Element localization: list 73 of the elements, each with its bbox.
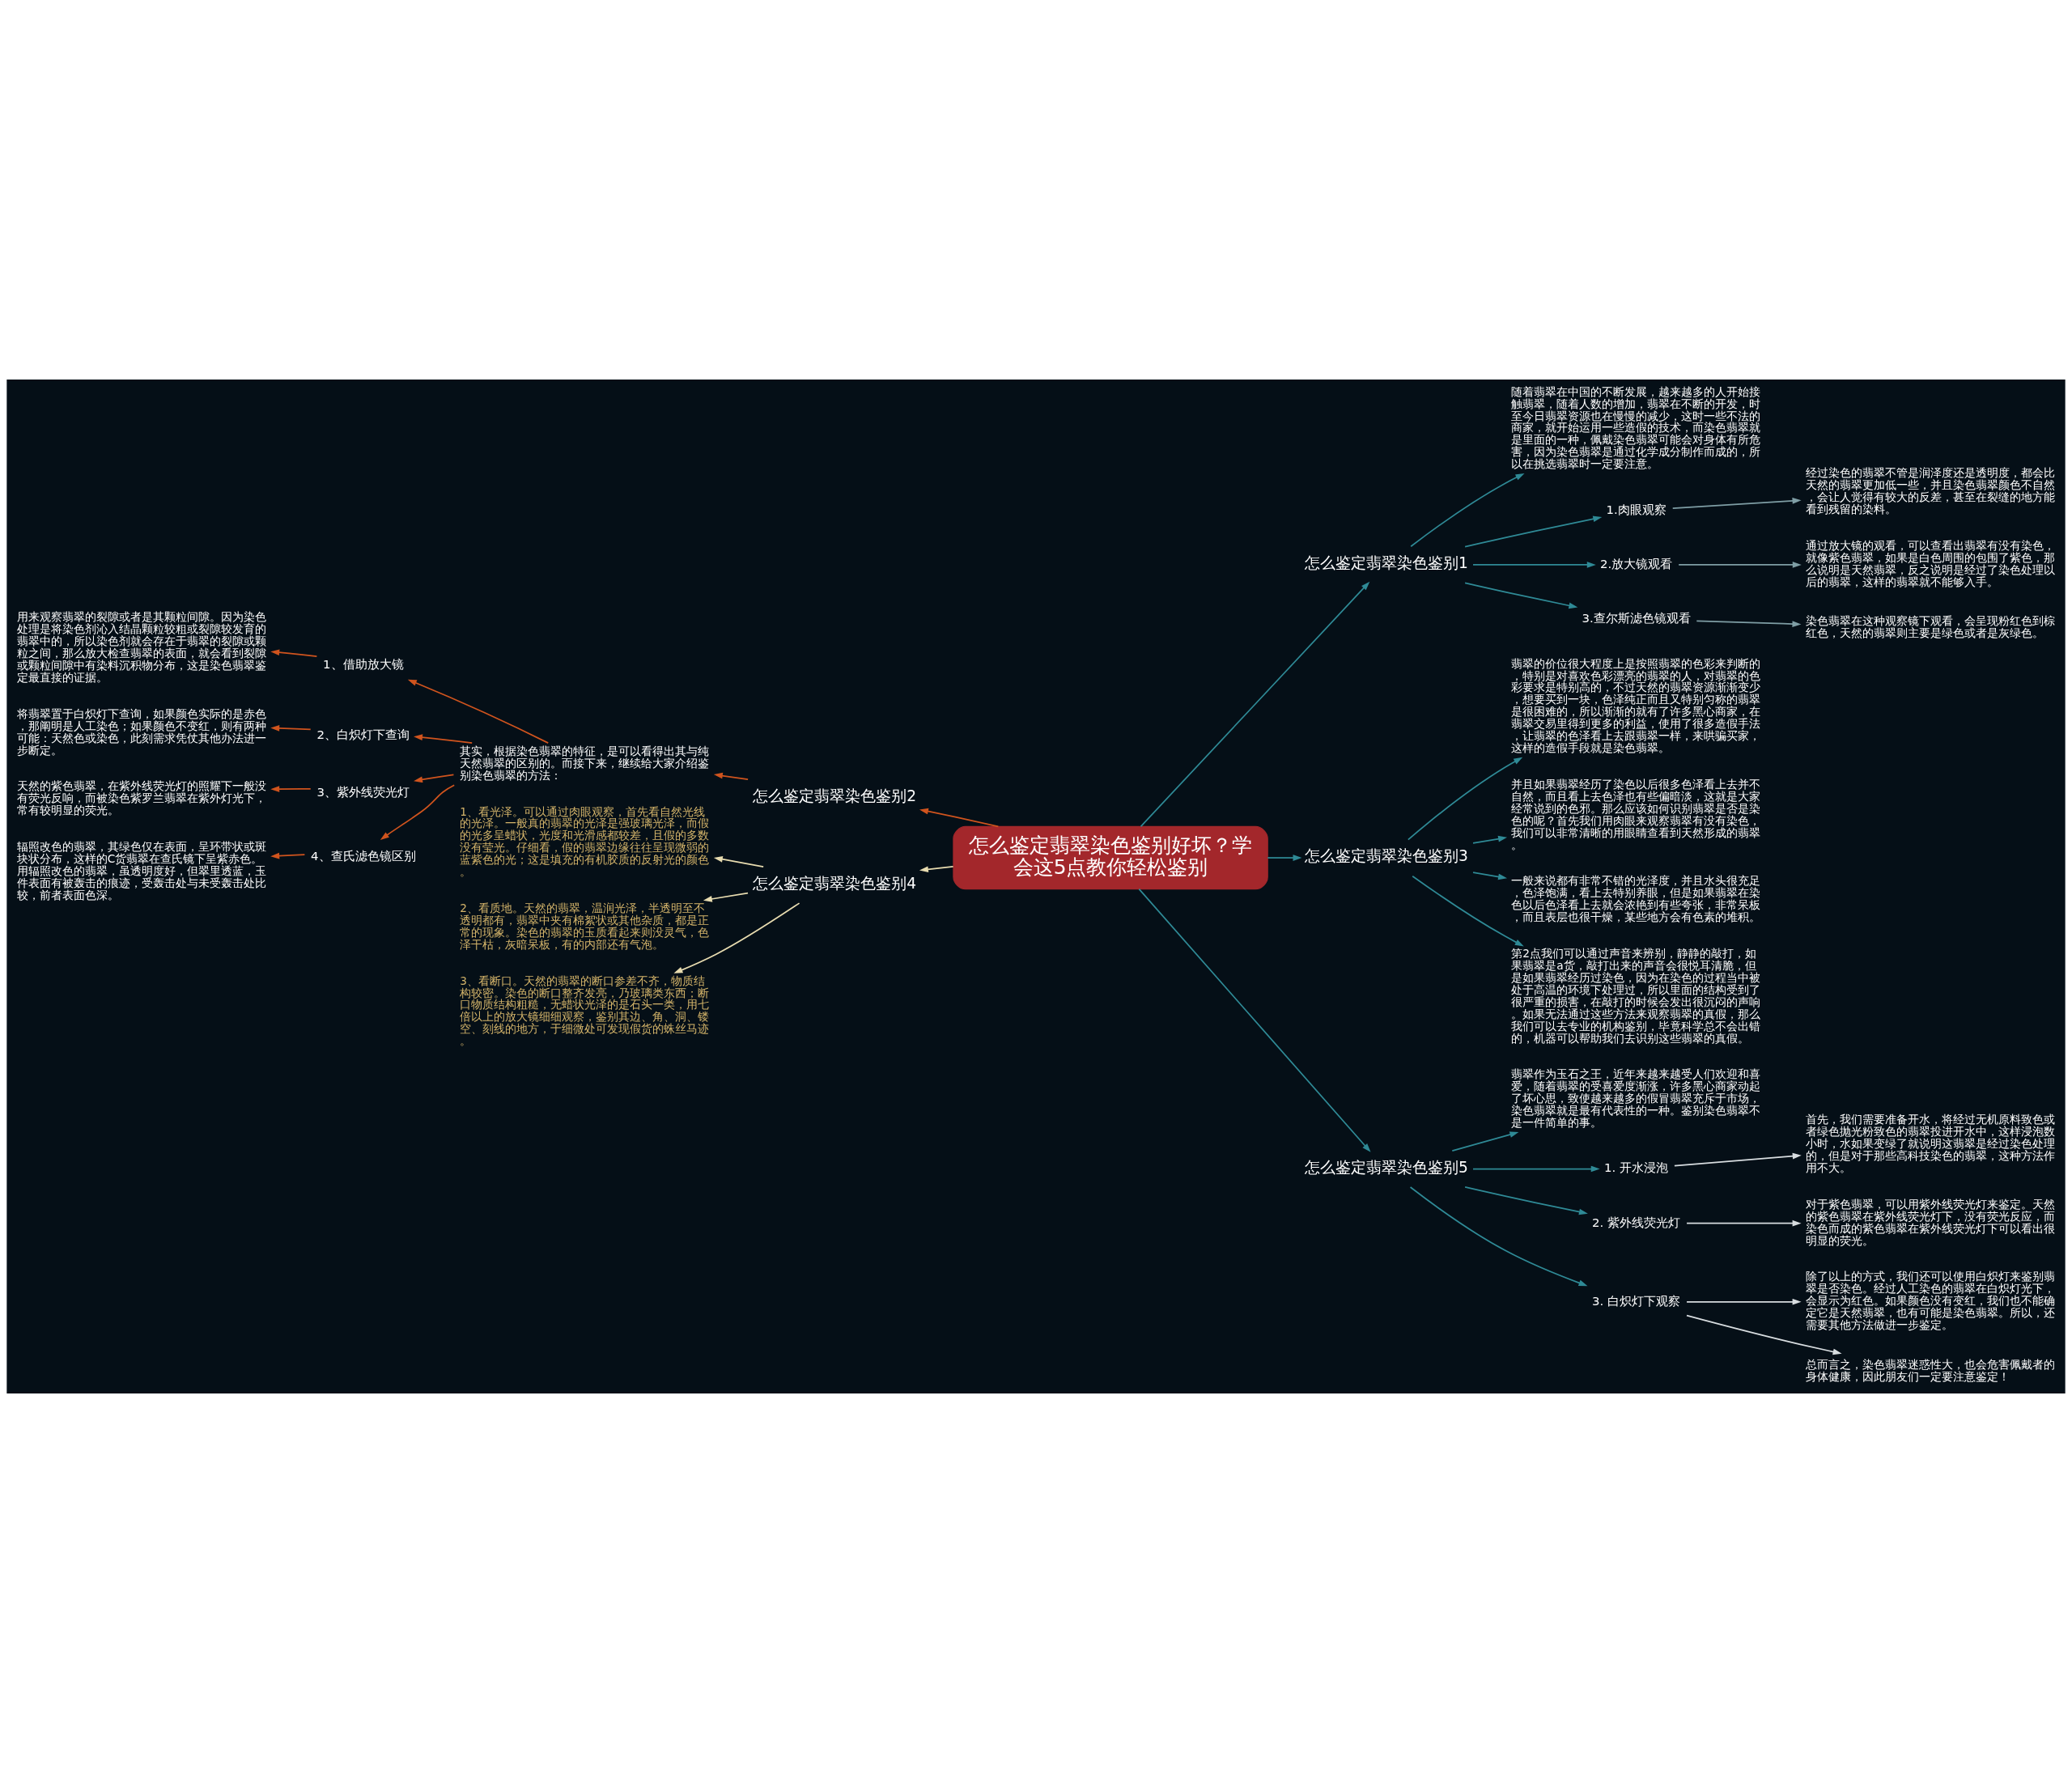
arrow [1409,1186,1588,1287]
node-text: 1.肉眼观察 [1606,502,1667,517]
arrow [1472,872,1508,880]
node-text: 对于紫色翡翠，可以用紫外线荧光灯来鉴定。天然的紫色翡翠在紫外线荧光灯下，没有荧光反应，而染色而成的紫色翡翠在紫外线荧光灯下可以看出很明显的荧光。 [1805,1197,2055,1247]
node-text: 一般来说都有非常不错的光泽度，并且水头很充足，色泽饱满，看上去特别养眼，但是如果翡翠在染色以后色泽看上去就会浓艳到有些夸张，非常呆板，而且表层也很干燥，某些地方会有色素的堆积。 [1511,874,1761,924]
node-text: 并且如果翡翠经历了染色以后很多色泽看上去并不自然，而且看上去色泽也有些偏暗淡，这就是大家经常说到的色邪。那么应该如何识别翡翠是否是染色的呢？首先我们用肉眼来观察翡翠有没有染色，我们可以非常清晰的用眼睛查看到天然形成的翡翠。 [1511,777,1761,851]
node-text: 辐照改色的翡翠，其绿色仅在表面，呈环带状或斑块状分布，这样的C货翡翠在查氏镜下呈紫赤色。用辐照改色的翡翠，虽透明度好，但翠里透蓝，玉件表面有被轰击的痕迹，受轰击处与未受轰击处比较，前者表面色深。 [16,840,266,901]
node-text: 2、看质地。天然的翡翠，温润光泽，半透明至不透明都有，翡翠中夹有棉絮状或其他杂质，都是正常的现象。染色的翡翠的玉质看起来则没灵气，色泽干枯，灰暗呆板，有的内部还有气泡。 [460,901,710,951]
arrow [713,856,764,868]
node-text: 3、看断口。天然的翡翠的断口参差不齐，物质结构较密。染色的断口整齐发亮，乃玻璃类东西；断口物质结构粗糙，无蜡状光泽的是石头一类，用七倍以上的放大镜细细观察，鉴别其边、角、洞、镂空、刻线的地方，于细微处可发现假货的蛛丝马迹。 [460,973,710,1048]
node-text: 1. 开水浸泡 [1604,1160,1669,1176]
node-text: 怎么鉴定翡翠染色鉴别1 [1305,554,1468,572]
node-box: 怎么鉴定翡翠染色鉴别好坏？学会这5点教你轻松鉴别 [953,825,1268,890]
arrow [270,725,312,732]
arrow [1407,757,1523,841]
arrow [407,679,550,744]
node-text: 怎么鉴定翡翠染色鉴别4 [753,874,917,892]
arrow [1267,855,1302,861]
node-text: 2.放大镜观看 [1599,556,1673,571]
node-text: 3.查尔斯滤色镜观看 [1582,611,1691,626]
arrow [1686,1298,1802,1305]
arrow [1678,562,1802,568]
node-text: 1、借助放大镜 [323,657,404,672]
arrow [1686,1314,1842,1355]
node-text: 第2点我们可以通过声音来辨别，静静的敲打，如果翡翠是a货，敲打出来的声音会很悦耳清脆，但是如果翡翠经历过染色，因为在染色的过程当中被处于高温的环境下处理过，所以里面的结构受到了很严重的损害，在敲打的时候会发出很沉闷的声响。如果无法通过这些方法来观察翡翠的真假，那么我们可以去专业的机构鉴别，毕竟科学总不会出错的，机器可以帮助我们去识别这些翡翠的真假。 [1511,946,1761,1045]
arrow [414,774,455,783]
node-text: 怎么鉴定翡翠染色鉴别3 [1305,847,1468,865]
arrow [1472,1165,1600,1173]
node-text: 怎么鉴定翡翠染色鉴别2 [753,787,917,804]
node-text: 用来观察翡翠的裂隙或者是其颗粒间隙。因为染色处理是将染色剂沁入结晶颗粒较粗或裂隙较发育的翡翠中的，所以染色剂就会存在于翡翠的裂隙或颗粒之间，那么放大检查翡翠的表面，就会看到裂隙或颗粒间隙中有染料沉积物分布，这是染色翡翠鉴定最直接的证据。 [16,610,266,685]
node-text: 怎么鉴定翡翠染色鉴别5 [1305,1158,1468,1176]
node-text: 2. 紫外线荧光灯 [1592,1215,1681,1230]
arrow [1464,1186,1588,1215]
arrow [1451,1131,1519,1152]
arrow [270,852,306,859]
arrow [1696,620,1802,627]
arrow [414,734,473,744]
node-text: 3. 白炽灯下观察 [1592,1293,1681,1309]
arrow [1410,473,1525,548]
node-text: 通过放大镜的观看，可以查看出翡翠有没有染色，就像紫色翡翠，如果是白色周围的包围了紫色，那么说明是天然翡翠，反之说明是经过了染色处理以后的翡翠，这样的翡翠就不能够入手。 [1805,539,2055,588]
arrow [1671,498,1802,509]
arrow [1472,562,1596,568]
node-text: 1、看光泽。可以通过肉眼观察，首先看自然光线的光泽。一般真的翡翠的光泽是强玻璃光泽，而假的光多呈蜡状，光度和光滑感都较差，且假的多数没有莹光。仔细看，假的翡翠边缘往往呈现微弱的蓝紫色的光；这是填充的有机胶质的反射光的颜色。 [460,804,710,879]
arrow [673,902,800,973]
node-text: 4、查氏滤色镜区别 [311,848,416,863]
arrow [1138,888,1371,1152]
node-text: 首先，我们需要准备开水，将经过无机原料致色或者绿色抛光粉致色的翡翠投进开水中，这样浸泡数小时，水如果变绿了就说明这翡翠是经过染色处理的，但是对于那些高科技染色的翡翠，这种方法作用不大。 [1805,1113,2055,1175]
node-text: 除了以上的方式，我们还可以使用白炽灯来鉴别翡翠是否染色。经过人工染色的翡翠在白炽灯光下，会显示为红色。如果颜色没有变红，我们也不能确定它是天然翡翠，也有可能是染色翡翠。所以，还需要其他方法做进一步鉴定。 [1805,1270,2055,1332]
node-text: 天然的紫色翡翠，在紫外线荧光灯的照耀下一般没有荧光反响，而被染色紫罗兰翡翠在紫外灯光下，常有较明显的荧光。 [16,779,266,817]
arrow [703,892,749,902]
arrow [270,649,318,657]
arrow [713,772,749,781]
node-text: 将翡翠置于白炽灯下查询，如果颜色实际的是赤色，那阐明是人工染色；如果颜色不变红，则有两种可能：天然色或染色，此刻需求凭仗其他办法进一步断定。 [16,706,266,757]
node-text: 翡翠作为玉石之王，近年来越来越受人们欢迎和喜爱，随着翡翠的受喜爱度渐涨，许多黑心商家动起了坏心思，致使越来越多的假冒翡翠充斥于市场，染色翡翠就是最有代表性的一种。鉴别染色翡翠不是一件简单的事。 [1511,1067,1761,1130]
node-text: 其实，根据染色翡翠的特征，是可以看得出其与纯天然翡翠的区别的。而接下来，继续给大家介绍鉴别染色翡翠的方法： [460,744,710,782]
node-text: 经过染色的翡翠不管是润泽度还是透明度，都会比天然的翡翠更加低一些，并且染色翡翠颜色不自然，会让人觉得有较大的反差，甚至在裂缝的地方能看到残留的染料。 [1805,466,2055,516]
arrow [1472,835,1508,844]
node-text: 翡翠的价位很大程度上是按照翡翠的色彩来判断的，特别是对喜欢色彩漂亮的翡翠的人，对翡翠的色彩要求是特别高的，不过天然的翡翠资源渐渐变少，想要买到一块，色泽纯正而且又特别匀称的翡翠是很困难的，所以渐渐的就有了许多黑心商家，在翡翠交易里得到更多的利益，使用了很多造假手法，让翡翠的色泽看上去跟翡翠一样，来哄骗买家，这样的造假手段就是染色翡翠。 [1511,656,1761,755]
node-text: 总而言之，染色翡翠迷惑性大，也会危害佩戴者的身体健康，因此朋友们一定要注意鉴定！ [1805,1357,2055,1383]
arrow [1686,1219,1802,1227]
arrow [1140,581,1370,828]
node-text: 随着翡翠在中国的不断发展，越来越多的人开始接触翡翠，随着人数的增加，翡翠在不断的开发，时至今日翡翠资源也在慢慢的减少，这时一些不法的商家，就开始运用一些造假的技术，而染色翡翠就是里面的一种，佩戴染色翡翠可能会对身体有所危害，因为染色翡翠是通过化学成分制作而成的，所以在挑选翡翠时一定要注意。 [1511,384,1761,471]
arrow [1412,875,1524,947]
arrow [380,784,456,840]
arrow [919,866,954,873]
arrow [1674,1152,1802,1167]
arrow [270,786,312,792]
node-text: 3、紫外线荧光灯 [316,785,410,800]
arrow [1464,515,1603,548]
arrow [919,808,1000,828]
node-text: 染色翡翠在这种观察镜下观看，会呈现粉红色到棕红色，天然的翡翠则主要是绿色或者是灰绿色。 [1805,614,2055,640]
arrow [1464,582,1578,609]
node-text: 2、白炽灯下查询 [316,727,410,743]
